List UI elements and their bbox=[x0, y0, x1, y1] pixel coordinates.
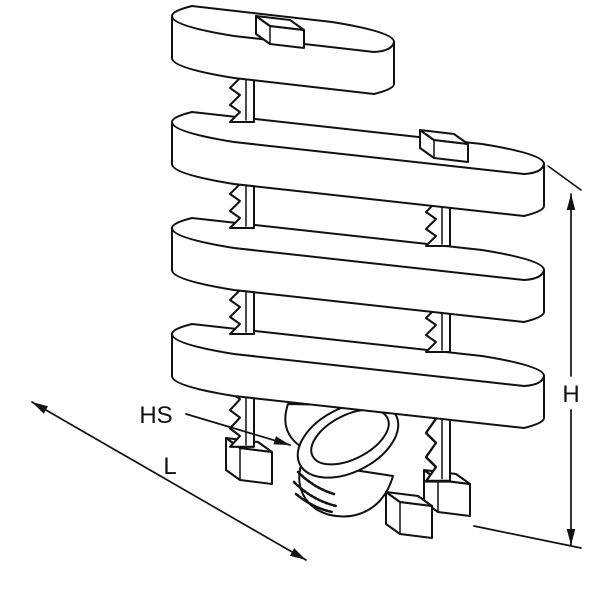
dimension-h: H bbox=[473, 165, 582, 549]
spacer-plate-2 bbox=[171, 111, 545, 217]
l-arrow-downright bbox=[289, 548, 309, 564]
dimension-l: L bbox=[29, 398, 309, 564]
clamp-barrel-rim-inner bbox=[310, 408, 390, 466]
callout-hs: HS bbox=[139, 402, 292, 450]
label-hs: HS bbox=[139, 402, 172, 429]
spacer-plate-3 bbox=[171, 217, 545, 323]
l-arrow-upleft bbox=[29, 398, 49, 414]
label-l: L bbox=[163, 453, 176, 480]
h-arrow-down bbox=[566, 529, 576, 545]
part-marking-print bbox=[292, 470, 338, 514]
h-extension-bottom bbox=[473, 525, 582, 549]
hs-leader-arrow bbox=[273, 436, 292, 450]
l-dimension-line bbox=[31, 401, 307, 561]
hs-leader-line bbox=[185, 413, 291, 446]
base-saddle-assembly bbox=[225, 380, 471, 539]
h-arrow-up bbox=[566, 194, 576, 210]
label-h: H bbox=[562, 381, 579, 408]
h-extension-top bbox=[547, 165, 582, 191]
